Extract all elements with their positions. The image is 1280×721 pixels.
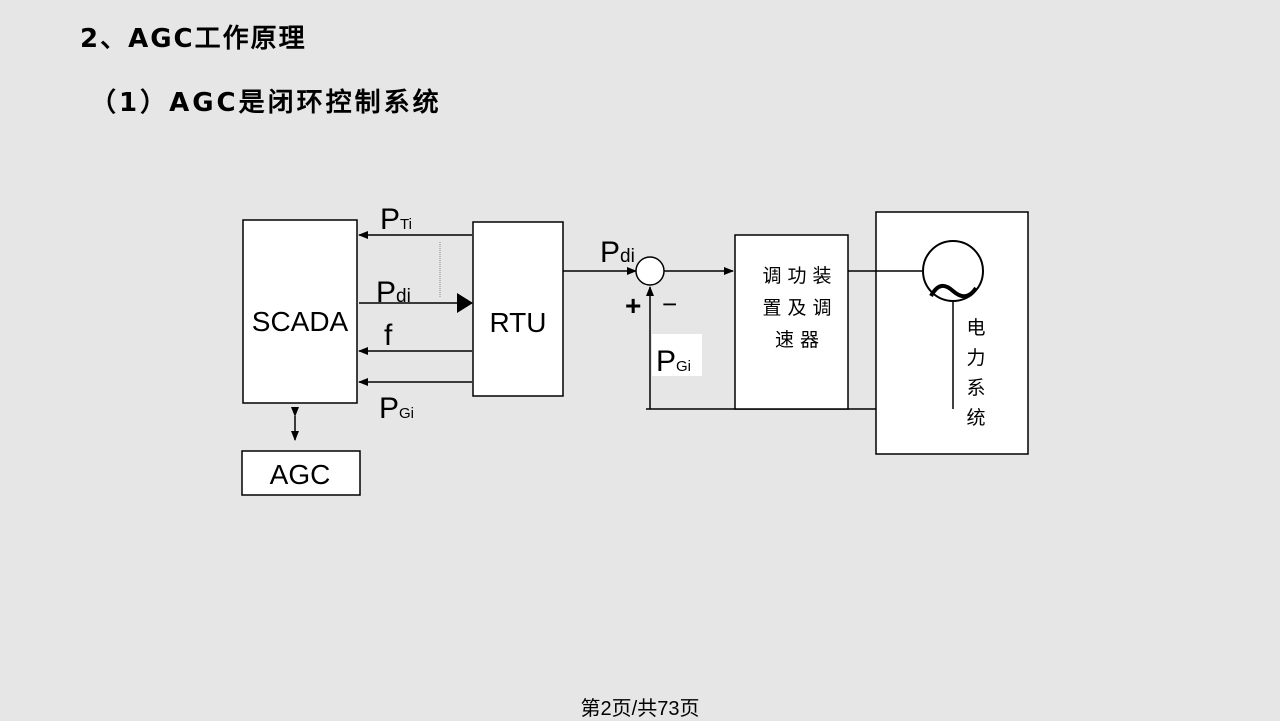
summing-junction [635,256,665,286]
pgi-right-label: PGi [656,345,691,378]
regulator-block [734,234,849,410]
agc-label: AGC [270,459,331,490]
power-system-label-2: 力 [966,347,985,369]
pti-label: PTi [380,203,412,236]
regulator-label-line2: 置 及 调 [762,297,831,319]
regulator-label-line1: 调 功 装 [762,265,831,287]
pgi-right-label-bg [652,334,702,376]
power-system-label-3: 系 [966,377,985,399]
plus-sign: + [625,290,641,321]
pdi-right-label: Pdi [600,236,635,269]
page-title: 2、AGC工作原理 [80,24,307,54]
power-system-label-1: 电 [966,317,985,339]
power-system-label-4: 统 [966,407,985,429]
f-label: f [384,319,393,352]
scada-block [242,219,358,404]
rtu-block [472,221,564,397]
agc-block [241,450,361,496]
rtu-label: RTU [489,307,546,338]
scada-label: SCADA [252,306,349,337]
minus-sign: − [662,289,677,319]
pdi-left-label: Pdi [376,276,411,309]
generator-wave-icon [929,284,978,299]
page-counter: 第2页/共73页 [580,698,700,720]
pgi-left-label: PGi [379,392,414,425]
section-subtitle: （1）AGC是闭环控制系统 [90,88,442,118]
regulator-label-line3: 速 器 [775,329,819,351]
